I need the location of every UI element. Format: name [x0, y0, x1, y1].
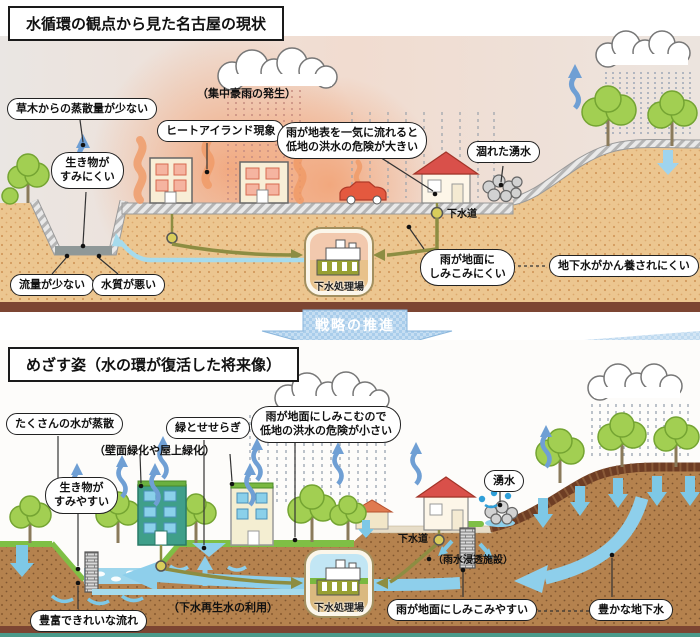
bubble-much-evaporation: たくさんの水が蒸散 [6, 413, 123, 436]
bubble-rich-groundwater: 豊かな地下水 [589, 599, 673, 622]
riverbed-flow-arrow-icon [50, 594, 144, 606]
building-icon [239, 161, 289, 204]
infiltration-column-icon [459, 527, 476, 569]
sewer-pipes [112, 203, 444, 263]
cloud-icon [595, 30, 691, 68]
bubble-low-flow: 流量が少ない [10, 274, 94, 297]
label-concentrated-rain: （集中豪雨の発生） [197, 88, 296, 100]
bubble-heat-island: ヒートアイランド現象 [157, 120, 285, 143]
infiltration-down-arrow-icon [657, 150, 679, 175]
discharge-arrow-icon [112, 233, 125, 247]
bubble-rain-hard-soak: 雨が地面に しみこみにくい [420, 249, 515, 286]
bubble-bad-water-quality: 水質が悪い [92, 274, 165, 297]
tree-icon [581, 85, 637, 146]
tree-icon [329, 495, 367, 540]
swale-icon [192, 543, 226, 557]
transition-label: 戦略の推進 [315, 317, 395, 333]
evaporation-arrow-icon [568, 64, 582, 110]
manhole-icon [433, 534, 445, 546]
hill-edge [511, 138, 700, 206]
manhole-icon [155, 560, 167, 572]
channel-water [55, 246, 112, 255]
bubble-low-transpiration: 草木からの蒸散量が少ない [7, 98, 157, 121]
leader-lines-current [51, 119, 546, 275]
bubble-rich-clean-flow: 豊富できれいな流れ [30, 610, 147, 633]
pavement [121, 202, 514, 215]
leader-lines-future [55, 436, 615, 612]
cloud-icon [217, 47, 338, 91]
tree-icon [597, 412, 647, 467]
base-strip-teal [0, 633, 700, 637]
evaporation-arrow-heads [71, 425, 552, 475]
bubble-green-stream: 緑とせせらぎ [166, 417, 250, 440]
house-icon [415, 476, 477, 531]
label-sewer-current: 下水道 [447, 209, 477, 220]
cloud-icon [274, 371, 390, 412]
sewer-pipes [92, 530, 445, 595]
tree-icon [653, 416, 700, 467]
bubble-dried-spring: 涸れた湧水 [467, 141, 540, 164]
future-scene [0, 340, 700, 637]
manhole-icon [166, 232, 178, 244]
label-treatment-plant-current: 下水処理場 [314, 282, 364, 293]
label-reclaimed-water: （下水再生水の利用） [168, 602, 278, 614]
bubble-creatures-hard: 生き物が すみにくい [51, 152, 124, 189]
tree-icon [9, 495, 52, 543]
soak-arrow-icon [438, 539, 493, 559]
green-building-icon [137, 480, 187, 546]
concrete-river-channel [29, 199, 129, 256]
tree-icon [535, 428, 585, 483]
spring-icon [478, 489, 519, 527]
cloud-icon [587, 363, 683, 401]
roof-green-building-icon [230, 482, 274, 546]
label-wall-roof-greening: （壁面緑化や屋上緑化） [94, 445, 215, 457]
base-strip [0, 626, 700, 633]
manhole-icon [430, 206, 444, 220]
label-sewer-future: 下水道 [398, 534, 428, 545]
current-title: 水循環の観点から見た名古屋の現状 [8, 6, 285, 41]
infiltration-down-arrow-icon [10, 476, 700, 577]
bubble-spring: 湧水 [484, 470, 524, 493]
ground-current [0, 145, 700, 312]
tree-icon [1, 153, 50, 205]
sewage-plant-icon [304, 227, 374, 297]
car-icon [339, 181, 387, 205]
bubble-flood-risk-low: 雨が地面にしみこむので 低地の洪水の危険が小さい [251, 406, 401, 443]
bubble-creatures-easy: 生き物が すみやすい [45, 477, 118, 514]
base-strip [0, 302, 700, 312]
bubble-groundwater-hard: 地下水がかん養されにくい [549, 255, 699, 278]
building-icon [149, 157, 193, 204]
future-title: めざす姿（水の環が復活した将来像） [8, 347, 300, 382]
sewage-plant-icon [304, 548, 374, 618]
label-treatment-plant-future: 下水処理場 [314, 603, 364, 614]
tree-icon [647, 90, 698, 146]
bubble-flood-risk-high: 雨が地表を一気に流れると 低地の洪水の危険が大きい [277, 122, 427, 159]
bubble-rain-easy-soak: 雨が地面にしみこみやすい [387, 599, 537, 622]
infiltration-column-icon [84, 551, 99, 593]
hill-edge [488, 462, 700, 533]
label-infiltration-facility: （雨水浸透施設） [433, 555, 513, 566]
